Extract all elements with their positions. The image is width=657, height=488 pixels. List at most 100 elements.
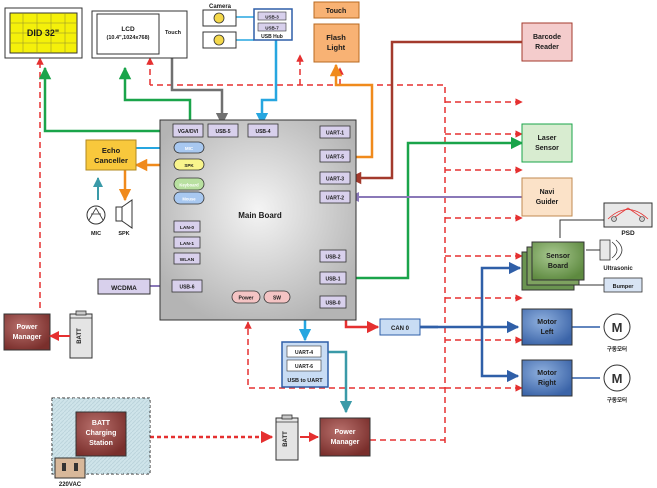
port-usb5-label: USB-5 (215, 129, 230, 135)
charging-station-line1: BATT (92, 420, 111, 427)
port-wlan: WLAN (173, 252, 201, 265)
port-usb6: USB-6 (171, 279, 203, 293)
motor-left-line2: Left (541, 329, 555, 336)
uart-power-line (326, 350, 353, 414)
port-mouse-label: Mouse (182, 197, 196, 202)
port-usb0: USB-0 (319, 295, 347, 309)
navi-guider-line2: Guider (536, 199, 559, 206)
port-lan0-label: LAN-0 (180, 225, 194, 231)
drive-motor-right-icon: M 구동모터 (603, 364, 631, 404)
port-lan0: LAN-0 (173, 220, 201, 233)
port-keyboard: Keyboard (173, 177, 205, 191)
port-power: Power (231, 290, 261, 304)
sensor-board: Sensor Board (521, 241, 585, 291)
lcd-touch-label: Touch (165, 30, 182, 36)
port-uart3-label: UART-3 (326, 177, 344, 183)
port-mic: MIC (173, 141, 205, 154)
battery-bottom: BATT (275, 414, 299, 461)
laser-sensor-line1: Laser (538, 135, 557, 142)
usb-hub-label: USB Hub (261, 34, 283, 40)
lcd-title: LCD (121, 26, 135, 33)
port-vga-label: VGA/DVI (178, 129, 199, 135)
usb-hub-line (255, 40, 278, 126)
port-wlan-label: WLAN (180, 257, 195, 263)
did-display-label: DID 32" (27, 28, 59, 38)
can-controller: CAN 0 (379, 318, 421, 336)
drive-motor-left-icon: M 구동모터 (603, 313, 631, 353)
wcdma-label: WCDMA (111, 285, 137, 292)
flash-light-line (329, 63, 374, 159)
wcdma-module: WCDMA (97, 278, 151, 295)
spk-label: SPK (118, 231, 129, 237)
port-uart1-label: UART-1 (326, 131, 344, 137)
port-lan1-label: LAN-1 (180, 241, 194, 247)
power-distribution-lines (36, 54, 523, 443)
port-mouse: Mouse (173, 191, 205, 205)
battery-bottom-label: BATT (283, 431, 289, 447)
laser-sensor: Laser Sensor (521, 123, 573, 163)
charging-station-line2: Charging (86, 430, 117, 437)
camera-label: Camera (209, 4, 232, 10)
speaker-device: SPK (115, 199, 133, 237)
port-uart5: UART-5 (319, 149, 351, 163)
barcode-reader-line2: Reader (535, 44, 559, 51)
ultrasonic-sensor: Ultrasonic (599, 239, 633, 272)
mic-label: MIC (91, 231, 101, 237)
power-manager-left-line1: Power (16, 324, 37, 331)
camera-2 (202, 31, 237, 49)
usb-hub: USB-3 USB-7 USB Hub (253, 8, 293, 41)
flash-light-line1: Flash (326, 33, 346, 42)
motor-right-line1: Motor (537, 370, 557, 377)
port-power-label: Power (238, 296, 253, 302)
drive-motor-right-caption: 구동모터 (607, 396, 627, 404)
can-label: CAN 0 (391, 326, 410, 332)
port-usb4: USB-4 (247, 123, 279, 138)
main-board-title: Main Board (238, 211, 282, 220)
can-bus-lines (408, 261, 522, 383)
power-manager-bottom-line2: Manager (331, 439, 360, 446)
port-usb1-label: USB-1 (325, 277, 340, 283)
port-vga: VGA/DVI (172, 123, 204, 138)
lcd-module: LCD (10.4",1024x768) Touch (91, 10, 188, 59)
psd-sensor: PSD (603, 202, 653, 237)
usb-to-uart-label: USB to UART (287, 378, 323, 384)
sensor-psd-line (559, 219, 604, 238)
motor-left-line1: Motor (537, 319, 557, 326)
port-uart1: UART-1 (319, 125, 351, 139)
power-manager-bottom: Power Manager (319, 417, 371, 457)
port-spk: SPK (173, 158, 205, 171)
port-uart2-label: UART-2 (326, 196, 344, 202)
power-manager-left-line2: Manager (13, 334, 42, 341)
port-uart3: UART-3 (319, 171, 351, 185)
port-keyboard-label: Keyboard (179, 183, 199, 188)
camera-1 (202, 9, 237, 27)
barcode-reader: Barcode Reader (521, 22, 573, 62)
bumper-box: Bumper (603, 277, 643, 293)
port-spk-label: SPK (184, 163, 194, 168)
echo-canceller-line2: Canceller (94, 156, 128, 165)
port-usb2: USB-2 (319, 249, 347, 263)
power-manager-left: Power Manager (3, 313, 51, 351)
touch-box: Touch (313, 1, 360, 19)
ac-outlet-label: 220VAC (59, 482, 82, 488)
port-usb4-label: USB-4 (255, 129, 270, 135)
port-usb5: USB-5 (207, 123, 239, 138)
touch-box-label: Touch (326, 8, 346, 15)
echo-canceller: Echo Canceller (85, 139, 137, 171)
flash-light: Flash Light (313, 23, 360, 63)
usb-to-uart-port-a: UART-4 (295, 350, 313, 356)
drive-motor-right-glyph: M (612, 371, 623, 386)
usb-hub-port-2: USB-7 (265, 26, 279, 31)
echo-canceller-line1: Echo (102, 146, 121, 155)
port-usb6-label: USB-6 (179, 285, 194, 291)
lcd-spec: (10.4",1024x768) (107, 35, 150, 41)
port-usb1: USB-1 (319, 271, 347, 285)
port-lan1: LAN-1 (173, 236, 201, 249)
bumper-label: Bumper (613, 284, 635, 290)
battery-left: BATT (69, 310, 93, 359)
port-usb2-label: USB-2 (325, 255, 340, 261)
sensor-board-line1: Sensor (546, 253, 570, 260)
power-manager-bottom-line1: Power (334, 429, 355, 436)
port-sw-label: SW (273, 296, 281, 302)
